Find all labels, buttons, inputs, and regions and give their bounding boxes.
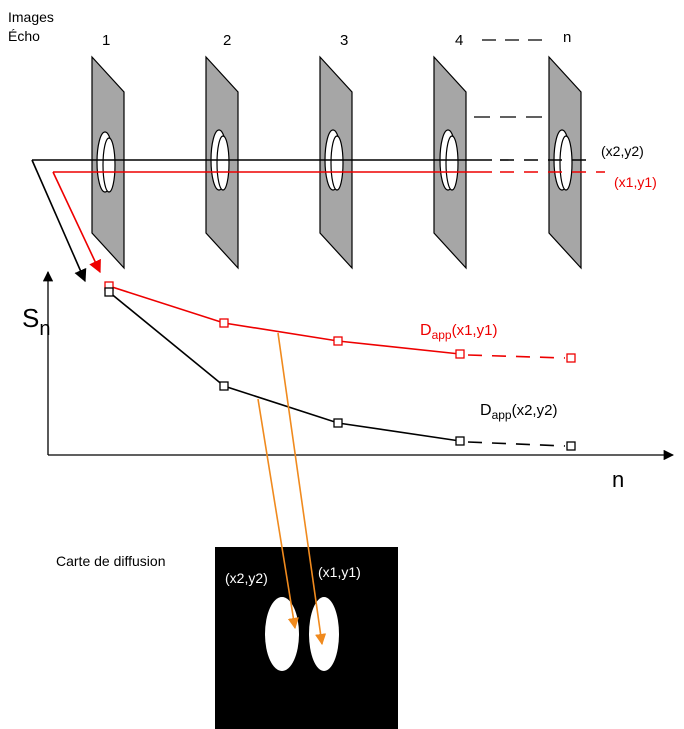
- curve-black-point-4: [455, 436, 465, 446]
- curve-red-label: Dapp(x1,y1): [420, 322, 497, 342]
- map-label-left: (x2,y2): [225, 570, 268, 586]
- slice-1: [91, 55, 125, 270]
- images-label-line2: Écho: [8, 28, 40, 44]
- curve-black-point-2: [219, 381, 229, 391]
- curve-red-point-2: [219, 318, 229, 328]
- slice-number-2: 2: [223, 32, 231, 49]
- point-label-black: (x2,y2): [601, 143, 644, 159]
- y-axis-label: Sn: [22, 303, 50, 340]
- slice-n: [548, 55, 582, 270]
- curve-black-point-3: [333, 418, 343, 428]
- slice-number-n: n: [563, 29, 571, 46]
- map-region-right: [309, 597, 339, 671]
- trace-line-red: [52, 171, 605, 274]
- point-label-red: (x1,y1): [614, 174, 657, 190]
- slice-number-1: 1: [102, 32, 110, 49]
- curve-red-point-n: [566, 353, 576, 363]
- trace-line-black: [31, 159, 590, 283]
- projection-arrow-black: [257, 398, 299, 630]
- curve-red-point-3: [333, 336, 343, 346]
- slice-number-4: 4: [455, 32, 463, 49]
- slice-3: [319, 55, 353, 270]
- curve-black-point-n: [566, 441, 576, 451]
- slice-4: [433, 55, 467, 270]
- curve-black-point-1: [104, 287, 114, 297]
- curve-black-label: Dapp(x2,y2): [480, 402, 557, 422]
- x-axis-label: n: [612, 467, 624, 492]
- slice-2: [205, 55, 239, 270]
- curve-red: [104, 281, 576, 363]
- diffusion-map: [215, 547, 398, 729]
- images-label-line1: Images: [8, 9, 54, 25]
- slice-number-3: 3: [340, 32, 348, 49]
- map-region-left: [265, 597, 299, 671]
- map-title: Carte de diffusion: [56, 553, 165, 569]
- curve-red-point-4: [455, 349, 465, 359]
- curve-black: [104, 287, 576, 451]
- projection-arrow-red: [277, 332, 327, 646]
- map-label-right: (x1,y1): [318, 564, 361, 580]
